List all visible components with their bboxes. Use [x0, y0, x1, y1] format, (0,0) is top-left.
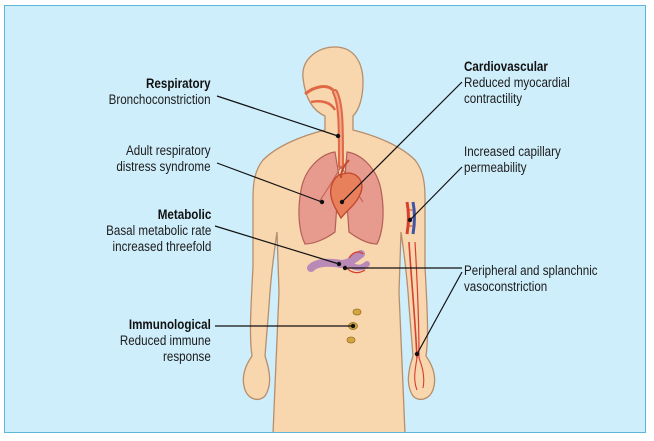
- cardiovascular-line2: contractility: [464, 91, 570, 107]
- cardiovascular-heading: Cardiovascular: [464, 59, 570, 75]
- label-respiratory: Respiratory Bronchoconstriction: [109, 76, 211, 108]
- capillary-line1: Increased capillary: [464, 144, 561, 160]
- immunological-line2: response: [120, 349, 211, 365]
- vasoconstriction-line2: vasoconstriction: [464, 279, 598, 295]
- label-capillary: Increased capillary permeability: [464, 144, 561, 176]
- cardiovascular-line1: Reduced myocardial: [464, 75, 570, 91]
- respiratory-heading: Respiratory: [109, 76, 211, 92]
- ards-line2: distress syndrome: [117, 159, 211, 175]
- label-vasoconstriction: Peripheral and splanchnic vasoconstricti…: [464, 263, 598, 295]
- immunological-line1: Reduced immune: [120, 333, 211, 349]
- capillary-line2: permeability: [464, 160, 561, 176]
- label-immunological: Immunological Reduced immune response: [120, 317, 211, 365]
- respiratory-line1: Bronchoconstriction: [109, 92, 211, 108]
- label-ards: Adult respiratory distress syndrome: [117, 143, 211, 175]
- metabolic-line2: increased threefold: [106, 239, 211, 255]
- metabolic-heading: Metabolic: [106, 207, 211, 223]
- metabolic-line1: Basal metabolic rate: [106, 223, 211, 239]
- immunological-heading: Immunological: [120, 317, 211, 333]
- vasoconstriction-line1: Peripheral and splanchnic: [464, 263, 598, 279]
- label-metabolic: Metabolic Basal metabolic rate increased…: [106, 207, 211, 255]
- diagram-frame: Respiratory Bronchoconstriction Adult re…: [4, 5, 646, 433]
- ards-line1: Adult respiratory: [117, 143, 211, 159]
- label-cardiovascular: Cardiovascular Reduced myocardial contra…: [464, 59, 570, 107]
